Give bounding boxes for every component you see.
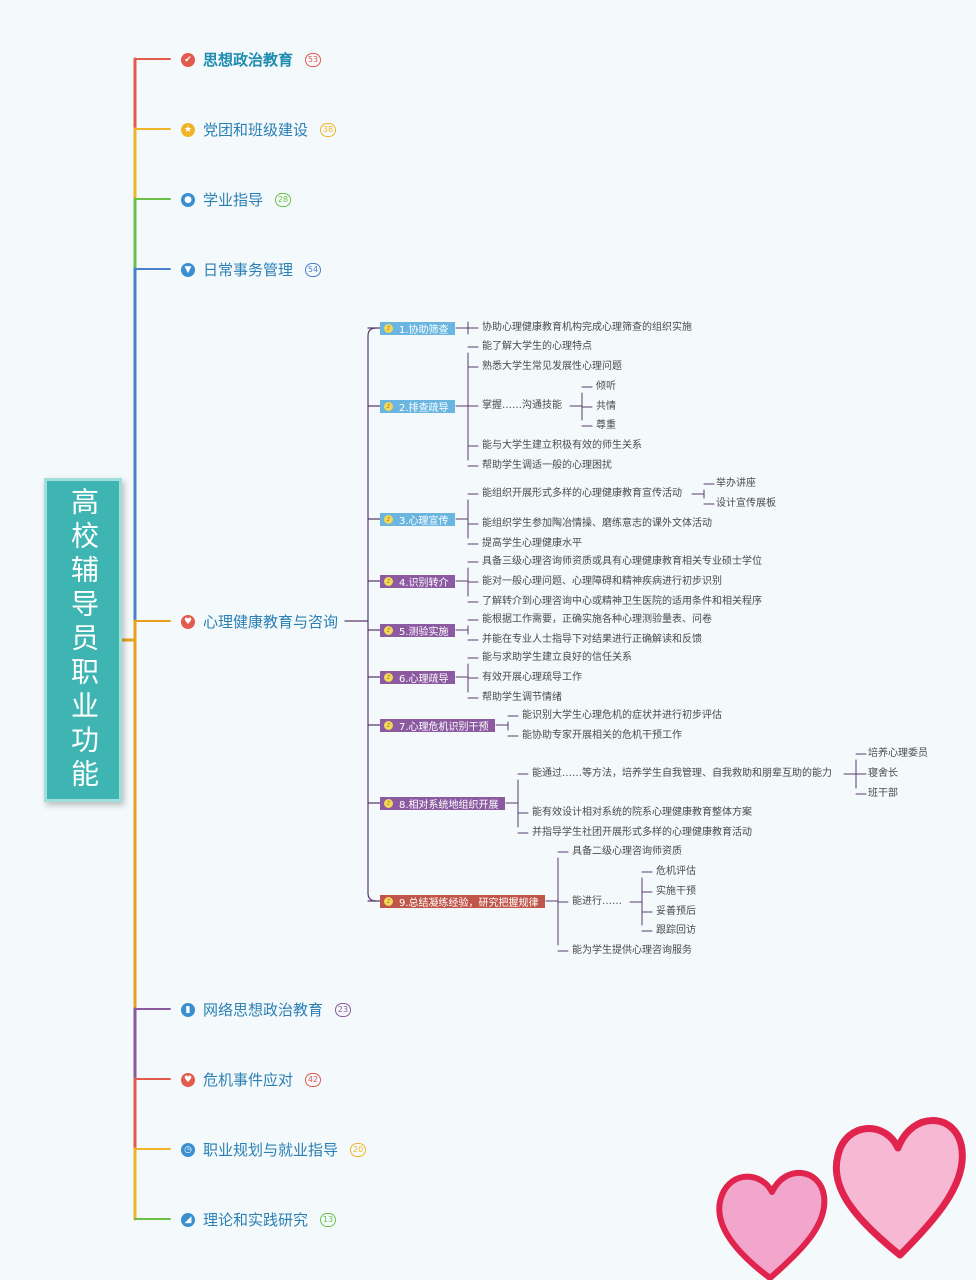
leaf: 能根据工作需要，正确实施各种心理测验量表、问卷 [482,614,712,625]
chart-icon: ▮ [181,1002,195,1017]
leaf: 培养心理委员 [868,748,928,759]
leaf: 能通过……等方法，培养学生自我管理、自我救助和朋辈互助的能力 [532,768,832,779]
leaf: 熟悉大学生常见发展性心理问题 [482,361,622,372]
heart-icon: ♥ [181,614,195,629]
leaf: 寝舍长 [868,768,898,779]
large-heart-icon [832,1117,966,1259]
note-icon: ♪ [384,515,393,524]
connector [367,892,377,902]
leaf: 能组织开展形式多样的心理健康教育宣传活动 [482,488,682,499]
star-icon: ★ [181,122,195,137]
leaf: 帮助学生调适一般的心理困扰 [482,460,612,471]
category-label: 职业规划与就业指导 [203,1141,339,1159]
subtopic-2[interactable]: ♪2.排查疏导 [380,400,455,414]
leaf: 能组织学生参加陶冶情操、磨练意志的课外文体活动 [482,518,712,529]
category-label: 日常事务管理 [203,261,294,279]
note-icon: ♪ [384,721,393,730]
note-icon: ♪ [384,577,393,586]
leaf: 能协助专家开展相关的危机干预工作 [522,730,682,741]
hearts-decoration [716,1117,966,1280]
leaf: 危机评估 [656,866,696,877]
root-node[interactable]: 高校辅导员职业功能 [44,478,122,802]
small-heart-icon [716,1170,828,1280]
leaf: 掌握……沟通技能 [482,400,562,411]
clock-icon: ◷ [181,1142,195,1157]
count-badge: 38 [320,122,337,137]
leaf: 能进行…… [572,896,622,907]
leaf: 能识别大学生心理危机的症状并进行初步评估 [522,710,722,721]
category-ideological-education[interactable]: ✔ 思想政治教育 53 [181,49,322,70]
count-badge: 54 [305,262,322,277]
person-icon: ● [181,192,195,207]
subtopic-6[interactable]: ♪6.心理疏导 [380,671,455,685]
leaf: 帮助学生调节情绪 [482,692,562,703]
subtopic-5[interactable]: ♪5.测验实施 [380,624,455,638]
note-icon: ♪ [384,324,393,333]
category-label: 心理健康教育与咨询 [203,613,339,631]
root-title: 高校辅导员职业功能 [67,487,100,793]
category-mental-health[interactable]: ♥ 心理健康教育与咨询 [181,611,338,632]
category-label: 网络思想政治教育 [203,1001,324,1019]
note-icon: ♪ [384,626,393,635]
leaf: 能为学生提供心理咨询服务 [572,945,692,956]
category-academic-guidance[interactable]: ● 学业指导 28 [181,189,292,210]
leaf: 举办讲座 [716,478,756,489]
count-badge: 42 [305,1072,322,1087]
subtopic-3[interactable]: ♪3.心理宣传 [380,513,455,527]
leaf: 倾听 [596,381,616,392]
note-icon: ♪ [384,673,393,682]
leaf: 具备二级心理咨询师资质 [572,846,682,857]
category-label: 思想政治教育 [203,51,294,69]
count-badge: 53 [305,52,322,67]
leaf: 尊重 [596,420,616,431]
leaf: 设计宣传展板 [716,498,776,509]
category-label: 理论和实践研究 [203,1211,309,1229]
category-theory-research[interactable]: ◢ 理论和实践研究 13 [181,1209,337,1230]
category-online-ideological[interactable]: ▮ 网络思想政治教育 23 [181,999,352,1020]
leaf: 能了解大学生的心理特点 [482,341,592,352]
note-icon: ♪ [384,897,393,906]
subtopic-8[interactable]: ♪8.相对系统地组织开展 [380,797,505,811]
leaf: 并指导学生社团开展形式多样的心理健康教育活动 [532,827,752,838]
thumb-icon: ✔ [181,52,195,67]
category-label: 危机事件应对 [203,1071,294,1089]
leaf: 有效开展心理疏导工作 [482,672,582,683]
leaf: 协助心理健康教育机构完成心理筛查的组织实施 [482,322,692,333]
note-icon: ♪ [384,799,393,808]
leaf: 并能在专业人士指导下对结果进行正确解读和反馈 [482,634,702,645]
count-badge: 23 [335,1002,352,1017]
subtopic-7[interactable]: ♪7.心理危机识别干预 [380,719,495,733]
leaf: 能对一般心理问题、心理障碍和精神疾病进行初步识别 [482,576,722,587]
leaf: 具备三级心理咨询师资质或具有心理健康教育相关专业硕士学位 [482,556,762,567]
subtopic-9[interactable]: ♪9.总结凝练经验，研究把握规律 [380,895,545,909]
category-label: 党团和班级建设 [203,121,309,139]
leaf: 能有效设计相对系统的院系心理健康教育整体方案 [532,807,752,818]
leaf: 共情 [596,401,616,412]
category-label: 学业指导 [203,191,264,209]
category-party-class-building[interactable]: ★ 党团和班级建设 38 [181,119,337,140]
leaf: 能与大学生建立积极有效的师生关系 [482,440,642,451]
leaf: 能与求助学生建立良好的信任关系 [482,652,632,663]
category-career-planning[interactable]: ◷ 职业规划与就业指导 20 [181,1139,367,1160]
broken-heart-icon: ♥ [181,1072,195,1087]
note-icon: ♪ [384,402,393,411]
leaf: 实施干预 [656,886,696,897]
count-badge: 28 [275,192,292,207]
leaf: 跟踪回访 [656,925,696,936]
subtopic-1[interactable]: ♪1.协助筛查 [380,322,455,336]
shirt-icon: ▼ [181,262,195,277]
connector [367,327,377,337]
subtopic-4[interactable]: ♪4.识别转介 [380,575,455,589]
count-badge: 20 [350,1142,367,1157]
leaf: 班干部 [868,788,898,799]
leaf: 了解转介到心理咨询中心或精神卫生医院的适用条件和相关程序 [482,596,762,607]
leaf: 提高学生心理健康水平 [482,538,582,549]
category-daily-affairs[interactable]: ▼ 日常事务管理 54 [181,259,322,280]
category-crisis-response[interactable]: ♥ 危机事件应对 42 [181,1069,322,1090]
line-chart-icon: ◢ [181,1212,195,1227]
count-badge: 13 [320,1212,337,1227]
leaf: 妥善预后 [656,906,696,917]
